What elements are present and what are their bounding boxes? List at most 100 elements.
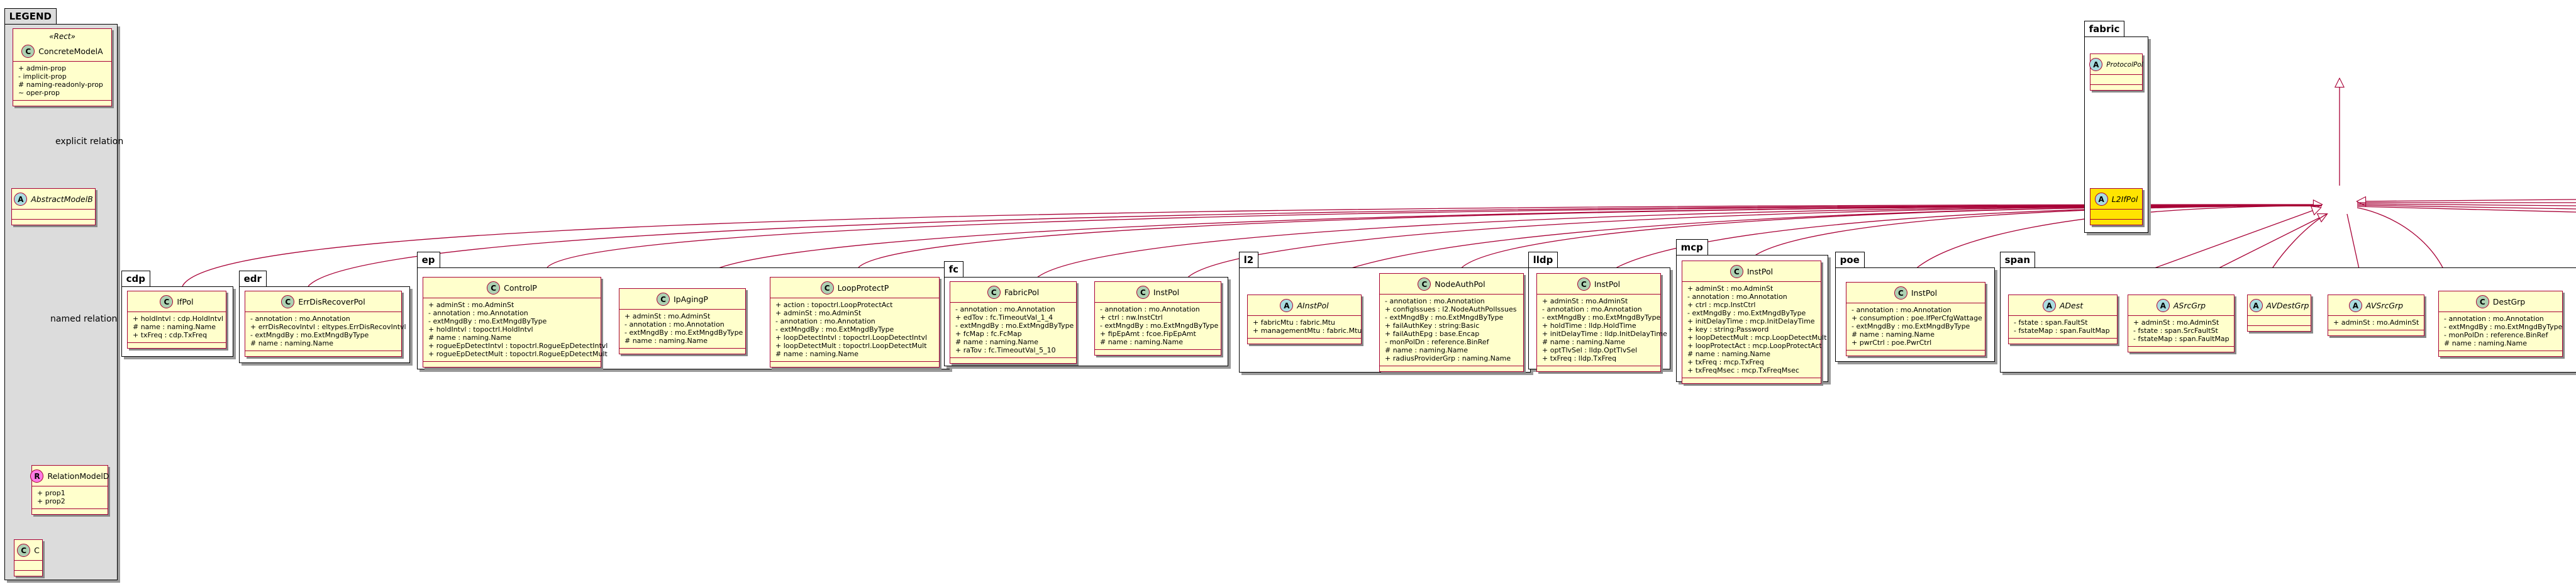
- attribute: - annotation : mo.Annotation: [428, 309, 528, 317]
- class-operations: [770, 362, 939, 367]
- class-c-icon: C: [21, 45, 35, 58]
- class-attributes: [14, 561, 42, 571]
- class-name: ControlP: [504, 283, 537, 293]
- class-name: ADest: [2059, 301, 2084, 310]
- class-attributes: - annotation : mo.Annotation + configIss…: [1380, 295, 1523, 366]
- class-name: ErrDisRecoverPol: [298, 297, 365, 306]
- class-c-icon: C: [1418, 278, 1431, 291]
- attribute: + fabricMtu : fabric.Mtu: [1253, 318, 1335, 327]
- attribute: + adminSt : mo.AdminSt: [625, 312, 711, 320]
- class-name: AInstPol: [1297, 301, 1329, 310]
- attribute: # name : naming.Name: [955, 338, 1038, 346]
- attribute: - extMngdBy : mo.ExtMngdByType: [1687, 309, 1806, 317]
- attribute: # name : naming.Name: [2444, 339, 2527, 347]
- attribute: - annotation : mo.Annotation: [1852, 306, 1951, 314]
- class-c-icon: C: [1136, 286, 1150, 299]
- attribute: + managementMtu : fabric.Mtu: [1253, 327, 1362, 335]
- class-operations: [32, 509, 108, 514]
- class-operations: [950, 358, 1076, 363]
- attribute: + initDelayTime : mcp.InitDelayTime: [1687, 317, 1815, 325]
- attribute: + ctrl : mcp.InstCtrl: [1687, 301, 1756, 309]
- attribute: - extMngdBy : mo.ExtMngdByType: [625, 328, 743, 337]
- class-name: IfPol: [177, 297, 194, 306]
- attribute: # name : naming.Name: [775, 350, 858, 358]
- attribute: - extMngdBy : mo.ExtMngdByType: [775, 325, 894, 334]
- class-r-icon: R: [30, 469, 44, 483]
- attribute: # name : naming.Name: [1385, 346, 1468, 354]
- attribute: + adminSt : mo.AdminSt: [2333, 318, 2419, 327]
- class-operations: [2248, 326, 2311, 331]
- class-attributes: [2090, 75, 2142, 85]
- class-name: AbstractModelB: [31, 194, 93, 204]
- attribute: - annotation : mo.Annotation: [1542, 305, 1642, 313]
- attribute: - fstate : span.SrcFaultSt: [2133, 327, 2218, 335]
- attribute: - extMngdBy : mo.ExtMngdByType: [955, 322, 1074, 330]
- attribute: + rogueEpDetectMult : topoctrl.RogueEpDe…: [428, 350, 608, 358]
- attribute: - extMngdBy : mo.ExtMngdByType: [1852, 322, 1970, 330]
- class-a-icon: A: [2156, 299, 2170, 312]
- class-name: InstPol: [1746, 267, 1774, 276]
- class-attributes: + prop1 + prop2: [32, 486, 108, 509]
- class-a-icon: A: [2348, 299, 2362, 312]
- attribute: - extMngdBy : mo.ExtMngdByType: [2444, 323, 2563, 331]
- class-c-icon: C: [160, 295, 174, 308]
- class-attributes: [2248, 316, 2311, 326]
- class-operations: [2439, 351, 2562, 356]
- attribute: - extMngdBy : mo.ExtMngdByType: [1385, 313, 1504, 322]
- class-attributes: - annotation : mo.Annotation + errDisRec…: [245, 312, 406, 351]
- attribute: + loopDetectMult : topoctrl.LoopDetectMu…: [775, 342, 927, 350]
- attribute: - annotation : mo.Annotation: [625, 320, 724, 328]
- class-attributes: + fabricMtu : fabric.Mtu + managementMtu…: [1248, 316, 1362, 339]
- class-operations: [1380, 366, 1523, 371]
- attribute: # name : naming.Name: [1542, 338, 1625, 346]
- class-operations: [245, 351, 401, 356]
- attribute: + txFreq : lldp.TxFreq: [1542, 354, 1617, 362]
- class-operations: [1682, 378, 1821, 383]
- class-a-icon: A: [2249, 299, 2263, 312]
- class-attributes: - fstate : span.FaultSt - fstateMap : sp…: [2009, 316, 2117, 339]
- class-header: R RelationModelD: [30, 466, 109, 486]
- attribute: - annotation : mo.Annotation: [775, 317, 875, 325]
- class-operations: [1095, 350, 1221, 355]
- attribute: + pwrCtrl : poe.PwrCtrl: [1852, 339, 1932, 347]
- attribute: # name : naming.Name: [1687, 350, 1770, 358]
- attribute: ~ oper-prop: [18, 89, 60, 97]
- attribute: + admin-prop: [18, 64, 67, 72]
- attribute: + loopDetectMult : mcp.LoopDetectMult: [1687, 334, 1827, 342]
- attribute: + prop2: [37, 497, 65, 505]
- class-c-icon: C: [487, 281, 501, 295]
- class-name: IpAgingP: [674, 295, 708, 304]
- package-title: cdp: [121, 271, 150, 286]
- attribute: + raTov : fc.TimeoutVal_5_10: [955, 346, 1056, 354]
- class-operations: [1846, 351, 1985, 356]
- class-operations: [1537, 366, 1660, 371]
- class-operations: [128, 343, 226, 348]
- package-title: ep: [416, 252, 440, 267]
- class-attributes: [2090, 210, 2142, 220]
- attribute: + rogueEpDetectIntvl : topoctrl.RogueEpD…: [428, 342, 608, 350]
- attribute: - annotation : mo.Annotation: [1687, 293, 1787, 301]
- attribute: + fcMap : fc.FcMap: [955, 330, 1022, 338]
- attribute: + adminSt : mo.AdminSt: [775, 309, 862, 317]
- attribute: # name : naming.Name: [133, 323, 216, 331]
- package-title: fabric: [2084, 21, 2125, 36]
- class-name: ASrcGrp: [2173, 301, 2206, 310]
- attribute: - fstate : span.FaultSt: [2014, 318, 2088, 327]
- package-title: span: [1999, 252, 2036, 267]
- class-operations: [14, 571, 42, 576]
- class-name: ConcreteModelA: [38, 47, 103, 56]
- attribute: - extMngdBy : mo.ExtMngdByType: [1100, 322, 1219, 330]
